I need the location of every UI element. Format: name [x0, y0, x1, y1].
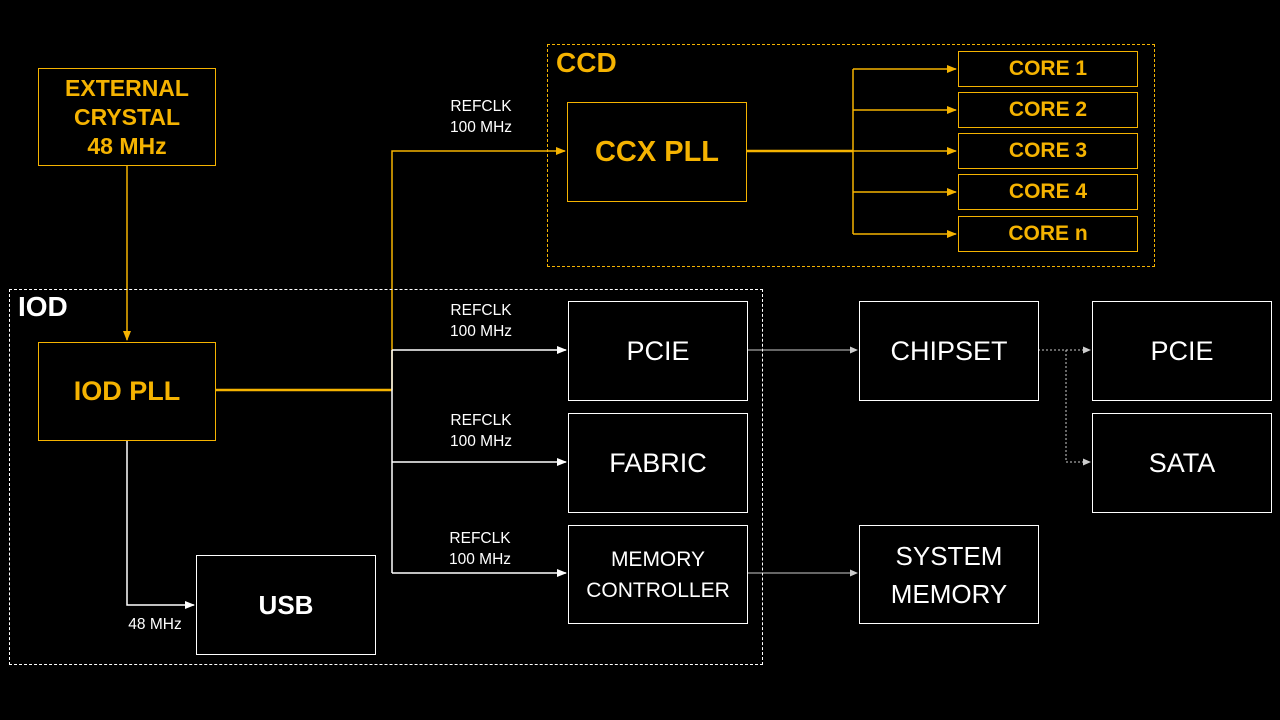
sata-block: SATA	[1092, 413, 1272, 513]
refclk-fabric-label: REFCLK 100 MHz	[449, 412, 513, 450]
core-1-block: CORE 1	[958, 51, 1138, 87]
refclk-to-ccx-pll-arrow	[391, 147, 566, 390]
external-crystal-block: EXTERNAL CRYSTAL 48 MHz	[38, 68, 216, 166]
core-3-block: CORE 3	[958, 133, 1138, 169]
iod-pll-to-usb-arrow	[126, 441, 195, 609]
refclk-ccx-label: REFCLK 100 MHz	[449, 98, 513, 136]
core-n-block: CORE n	[958, 216, 1138, 252]
refclk-pcie-label: REFCLK 100 MHz	[449, 302, 513, 340]
system-memory-block: SYSTEM MEMORY	[859, 525, 1039, 624]
core-4-block: CORE 4	[958, 174, 1138, 210]
iod-group-frame	[9, 289, 763, 665]
ccd-group-frame	[547, 44, 1155, 267]
pcie-block: PCIE	[568, 301, 748, 401]
iod-group-label: IOD	[18, 291, 68, 322]
iod-pll-block: IOD PLL	[38, 342, 216, 441]
ccd-group-label: CCD	[556, 47, 617, 78]
usb-clock-label: 48 MHz	[128, 616, 182, 633]
fabric-block: FABRIC	[568, 413, 748, 513]
core-2-block: CORE 2	[958, 92, 1138, 128]
ccx-pll-block: CCX PLL	[567, 102, 747, 202]
chipset-block: CHIPSET	[859, 301, 1039, 401]
refclk-memory-label: REFCLK 100 MHz	[448, 530, 512, 568]
chipset-pcie-block: PCIE	[1092, 301, 1272, 401]
usb-block: USB	[196, 555, 376, 655]
memory-controller-block: MEMORY CONTROLLER	[568, 525, 748, 624]
chipset-to-sata-arrow	[1065, 350, 1091, 466]
